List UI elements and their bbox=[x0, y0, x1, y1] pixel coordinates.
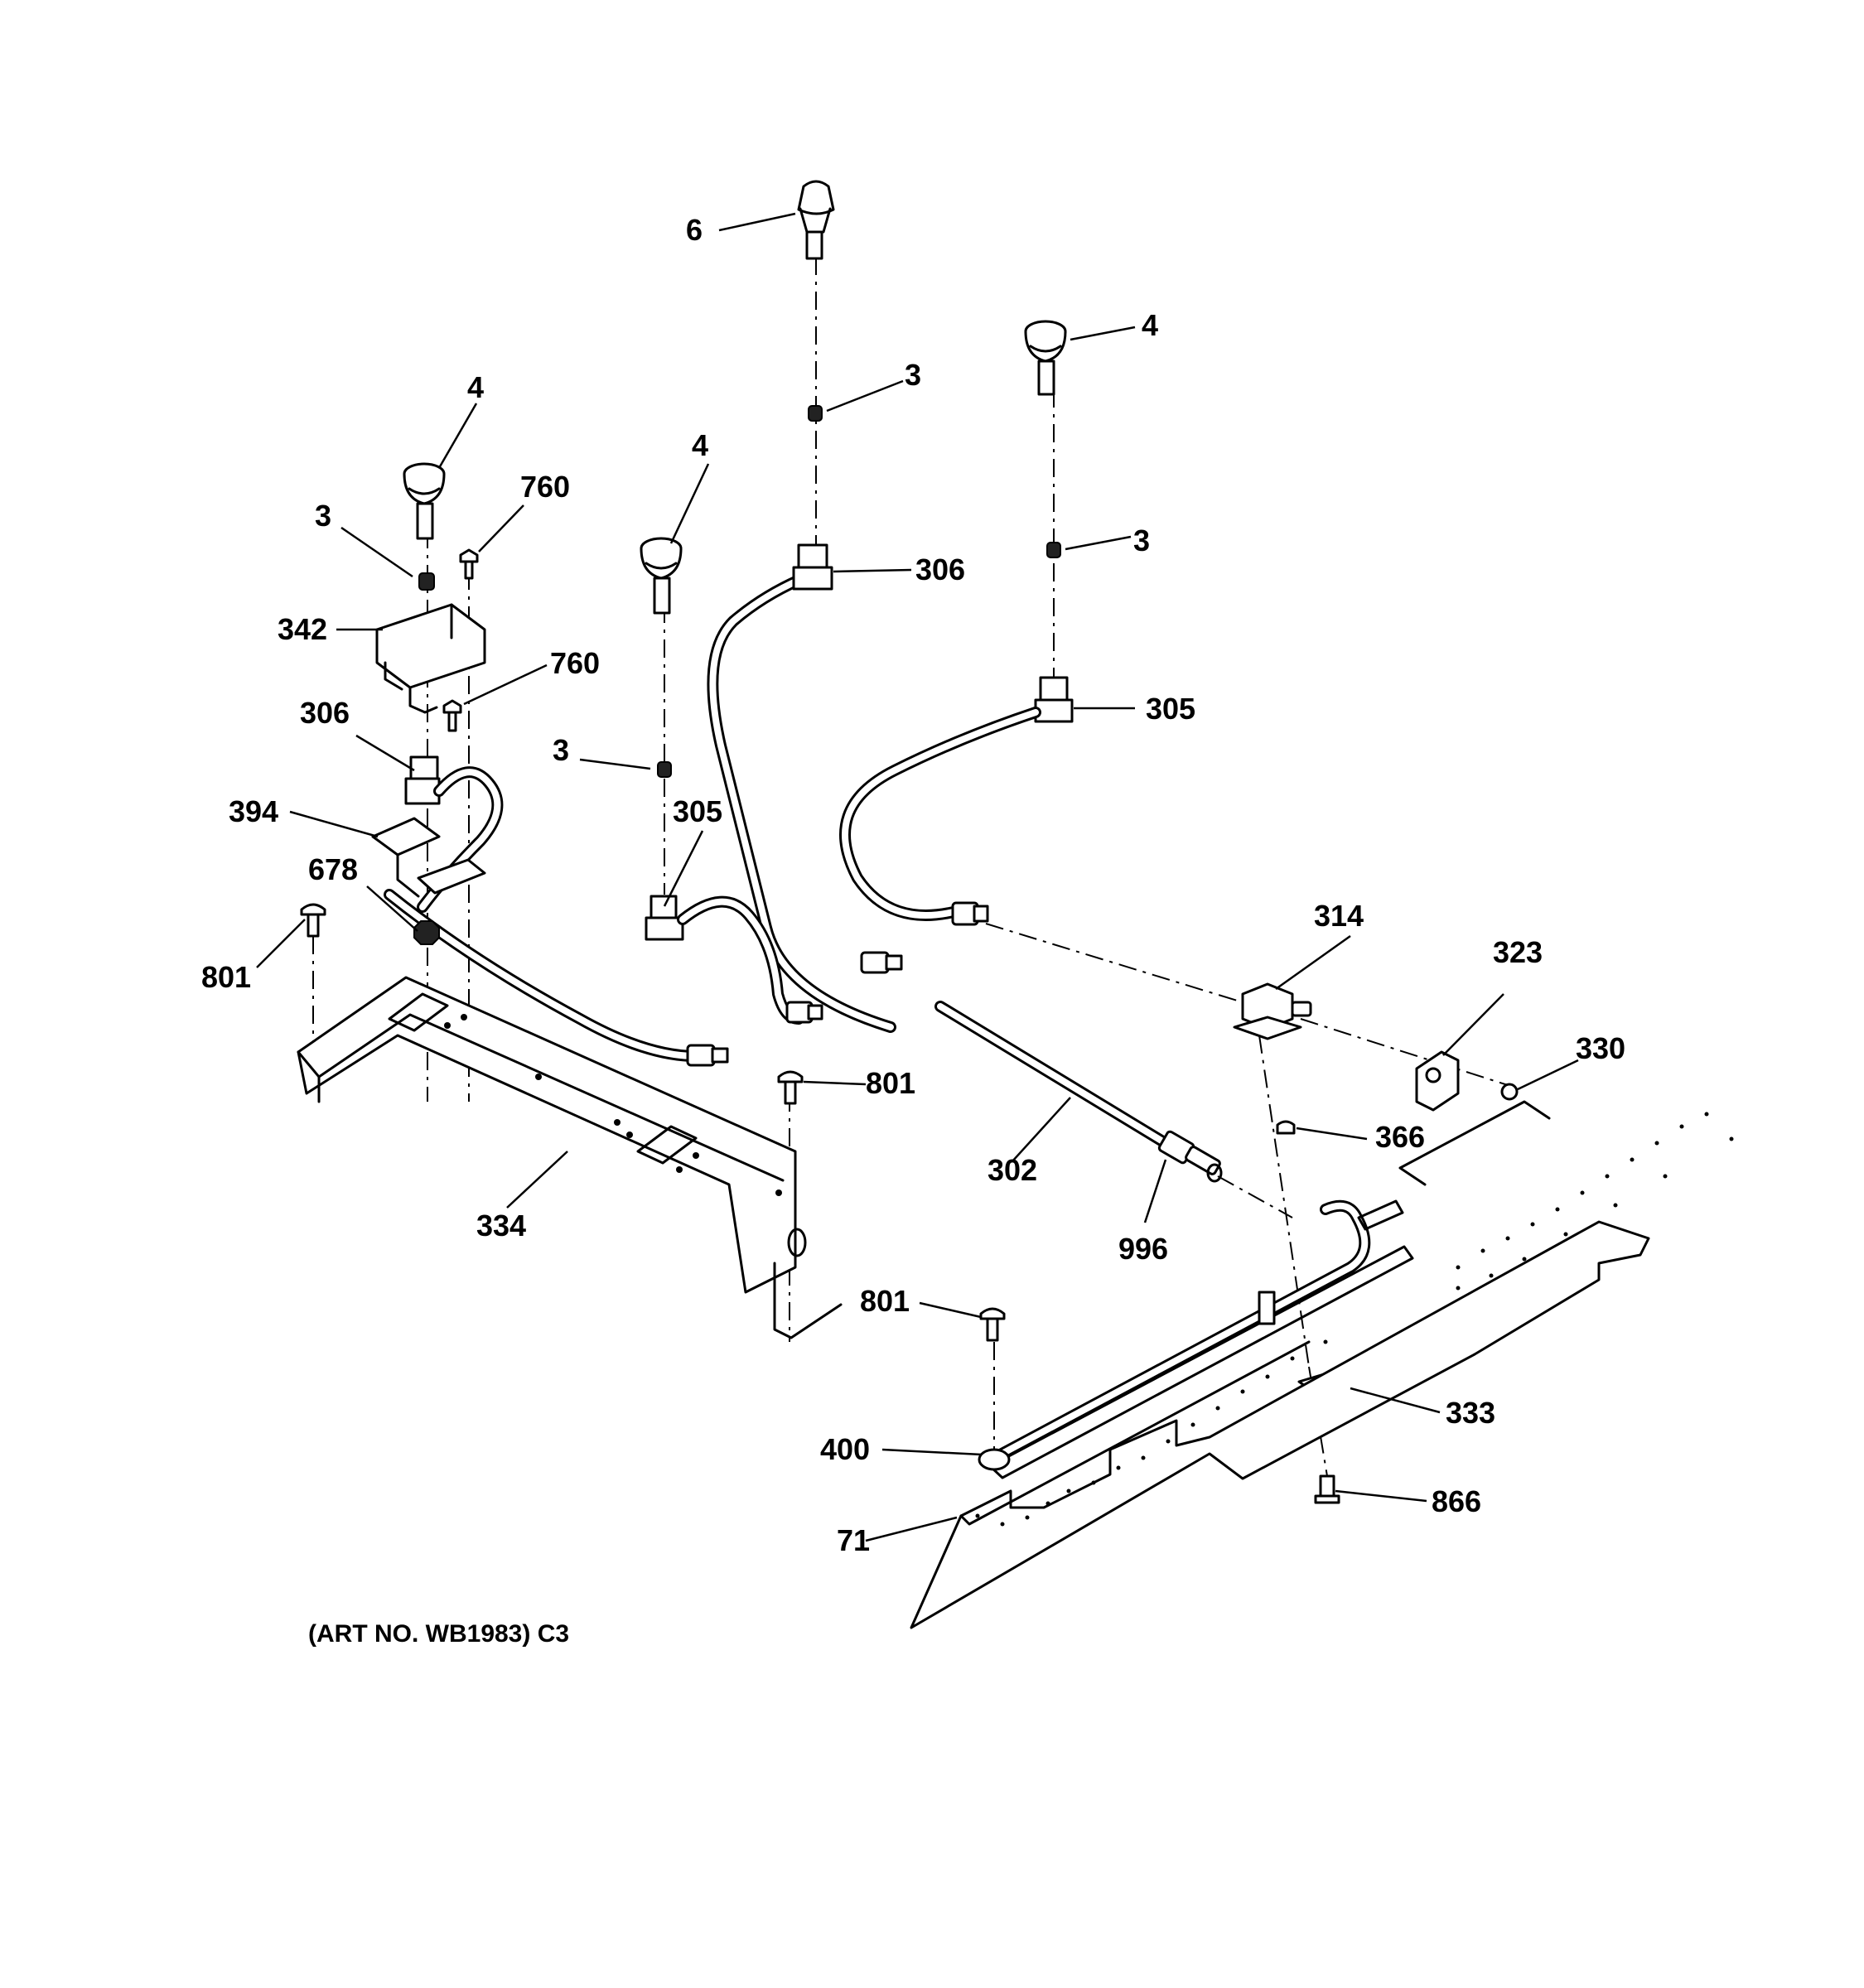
label-801-bottom: 801 bbox=[860, 1284, 910, 1318]
insulation-71 bbox=[910, 1100, 1734, 1629]
tube-302 bbox=[934, 1001, 1223, 1183]
label-306-left: 306 bbox=[300, 696, 350, 730]
label-3-top-center: 3 bbox=[905, 358, 921, 392]
clip-366 bbox=[1276, 1120, 1296, 1135]
label-866: 866 bbox=[1432, 1484, 1481, 1518]
clip-330 bbox=[1500, 1083, 1519, 1101]
screws-760 bbox=[442, 548, 479, 732]
label-366: 366 bbox=[1375, 1120, 1425, 1154]
art-number-caption: (ART NO. WB1983) C3 bbox=[308, 1620, 569, 1648]
knob-323 bbox=[1415, 1050, 1460, 1112]
label-4-center: 4 bbox=[692, 428, 708, 462]
label-760-mid: 760 bbox=[550, 646, 600, 680]
orifice-3-group bbox=[418, 405, 1061, 778]
bracket-342 bbox=[375, 603, 486, 714]
screw-866 bbox=[1314, 1474, 1340, 1504]
orifice-hood-4-center bbox=[640, 537, 683, 615]
label-4-top-right: 4 bbox=[1142, 308, 1158, 342]
callout-labels: 6 4 3 4 760 4 3 306 3 342 760 306 305 3 … bbox=[201, 213, 1625, 1557]
label-342: 342 bbox=[278, 612, 327, 646]
union-305-center bbox=[645, 895, 823, 1025]
label-801-left: 801 bbox=[201, 960, 251, 994]
label-302: 302 bbox=[988, 1153, 1037, 1187]
label-333: 333 bbox=[1446, 1396, 1495, 1430]
center-tubing bbox=[707, 543, 903, 1033]
label-801-center: 801 bbox=[866, 1066, 915, 1100]
nut-678 bbox=[413, 920, 440, 945]
manifold-400 bbox=[978, 1199, 1414, 1479]
label-4-left: 4 bbox=[467, 370, 484, 404]
orifice-hood-4-right bbox=[1024, 320, 1067, 396]
label-305-right: 305 bbox=[1146, 692, 1195, 726]
manifold-bracket-334 bbox=[297, 976, 843, 1339]
label-400: 400 bbox=[820, 1432, 870, 1466]
label-6: 6 bbox=[686, 213, 703, 247]
label-678: 678 bbox=[308, 852, 358, 886]
label-394: 394 bbox=[229, 794, 278, 828]
label-334: 334 bbox=[476, 1209, 526, 1242]
orifice-hood-4-left bbox=[403, 462, 446, 540]
label-996: 996 bbox=[1118, 1232, 1168, 1266]
label-306-center: 306 bbox=[915, 552, 965, 586]
orifice-hood-6 bbox=[797, 180, 835, 260]
assembly-axes bbox=[312, 257, 1509, 1492]
label-3-center: 3 bbox=[553, 733, 569, 767]
label-314: 314 bbox=[1314, 899, 1364, 933]
label-3-right: 3 bbox=[1133, 524, 1150, 557]
right-tubing bbox=[839, 676, 1074, 926]
union-306-left bbox=[404, 755, 441, 805]
label-305-center: 305 bbox=[673, 794, 722, 828]
valve-314 bbox=[1233, 982, 1312, 1040]
bracket-394 bbox=[371, 817, 486, 898]
label-330: 330 bbox=[1576, 1031, 1625, 1065]
leader-lines bbox=[256, 212, 1579, 1542]
label-760-top: 760 bbox=[520, 470, 570, 504]
label-323: 323 bbox=[1493, 935, 1543, 969]
screws-801 bbox=[300, 903, 1006, 1342]
label-3-left: 3 bbox=[315, 499, 331, 533]
label-71: 71 bbox=[837, 1523, 870, 1557]
